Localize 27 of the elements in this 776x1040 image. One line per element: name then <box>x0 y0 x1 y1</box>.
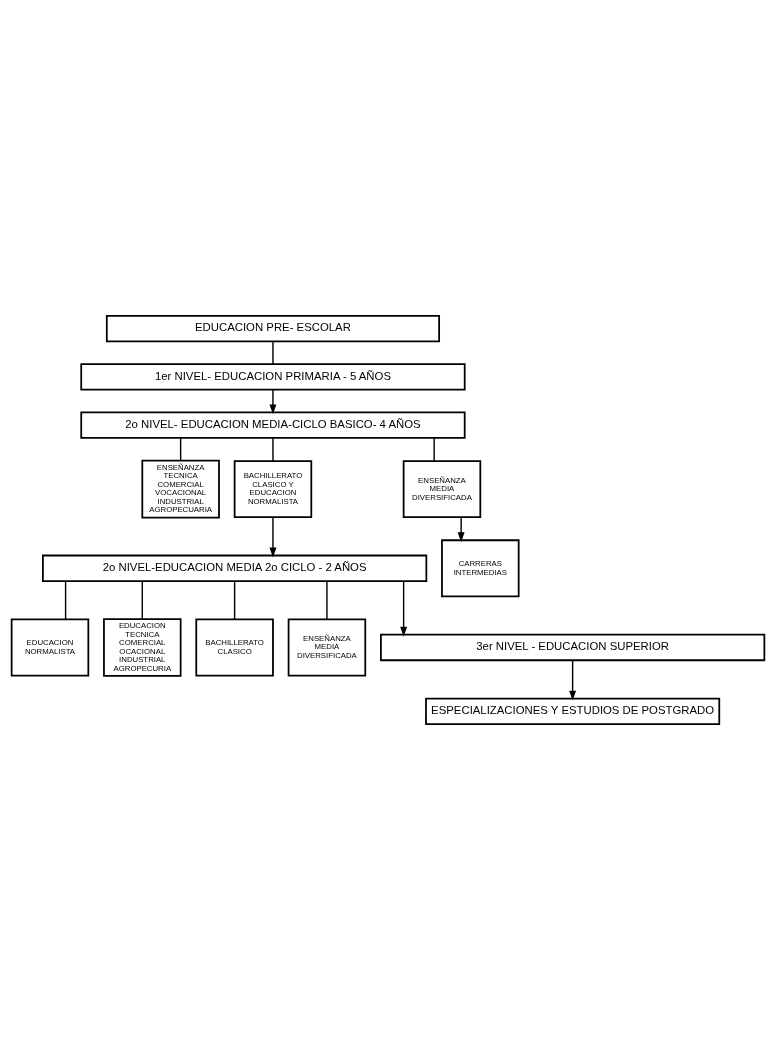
connector <box>433 437 435 462</box>
arrow <box>457 516 465 543</box>
connector <box>141 580 143 620</box>
connector <box>233 580 236 620</box>
arrow <box>269 516 277 558</box>
arrow <box>569 659 577 701</box>
node-box: ESPECIALIZACIONES Y ESTUDIOS DE POSTGRADO <box>425 697 721 726</box>
node-box: EDUCACION TECNICA COMERCIAL OCACIONAL INDUSTRIAL AGROPECURIA <box>103 618 182 677</box>
node-box: CARRERAS INTERMEDIAS <box>441 539 520 598</box>
connector <box>64 580 67 620</box>
connector <box>272 437 274 462</box>
node-box: BACHILLERATO CLASICO <box>195 618 274 677</box>
node-box: ENSEÑANZA TECNICA COMERCIAL VOCACIONAL INDUSTRIAL AGROPECUARIA <box>141 459 220 519</box>
node-box: 1er NIVEL- EDUCACION PRIMARIA - 5 AÑOS <box>80 363 466 391</box>
node-box: 3er NIVEL - EDUCACION SUPERIOR <box>380 633 766 662</box>
connector <box>326 580 328 620</box>
node-box: EDUCACION NORMALISTA <box>10 618 90 677</box>
connector <box>179 437 182 462</box>
node-box: 2o NIVEL- EDUCACION MEDIA-CICLO BASICO- 4 AÑOS <box>80 411 466 439</box>
node-box: 2o NIVEL-EDUCACION MEDIA 2o CICLO - 2 AÑOS <box>42 554 428 582</box>
arrow <box>400 580 408 637</box>
node-box: ENSEÑANZA MEDIA DIVERSIFICADA <box>287 618 367 677</box>
connector <box>272 340 274 365</box>
node-box: ENSEÑANZA MEDIA DIVERSIFICADA <box>402 460 482 519</box>
node-box: EDUCACION PRE- ESCOLAR <box>105 314 440 343</box>
arrow <box>269 389 277 415</box>
node-box: BACHILLERATO CLASICO Y EDUCACION NORMALISTA <box>233 460 313 519</box>
